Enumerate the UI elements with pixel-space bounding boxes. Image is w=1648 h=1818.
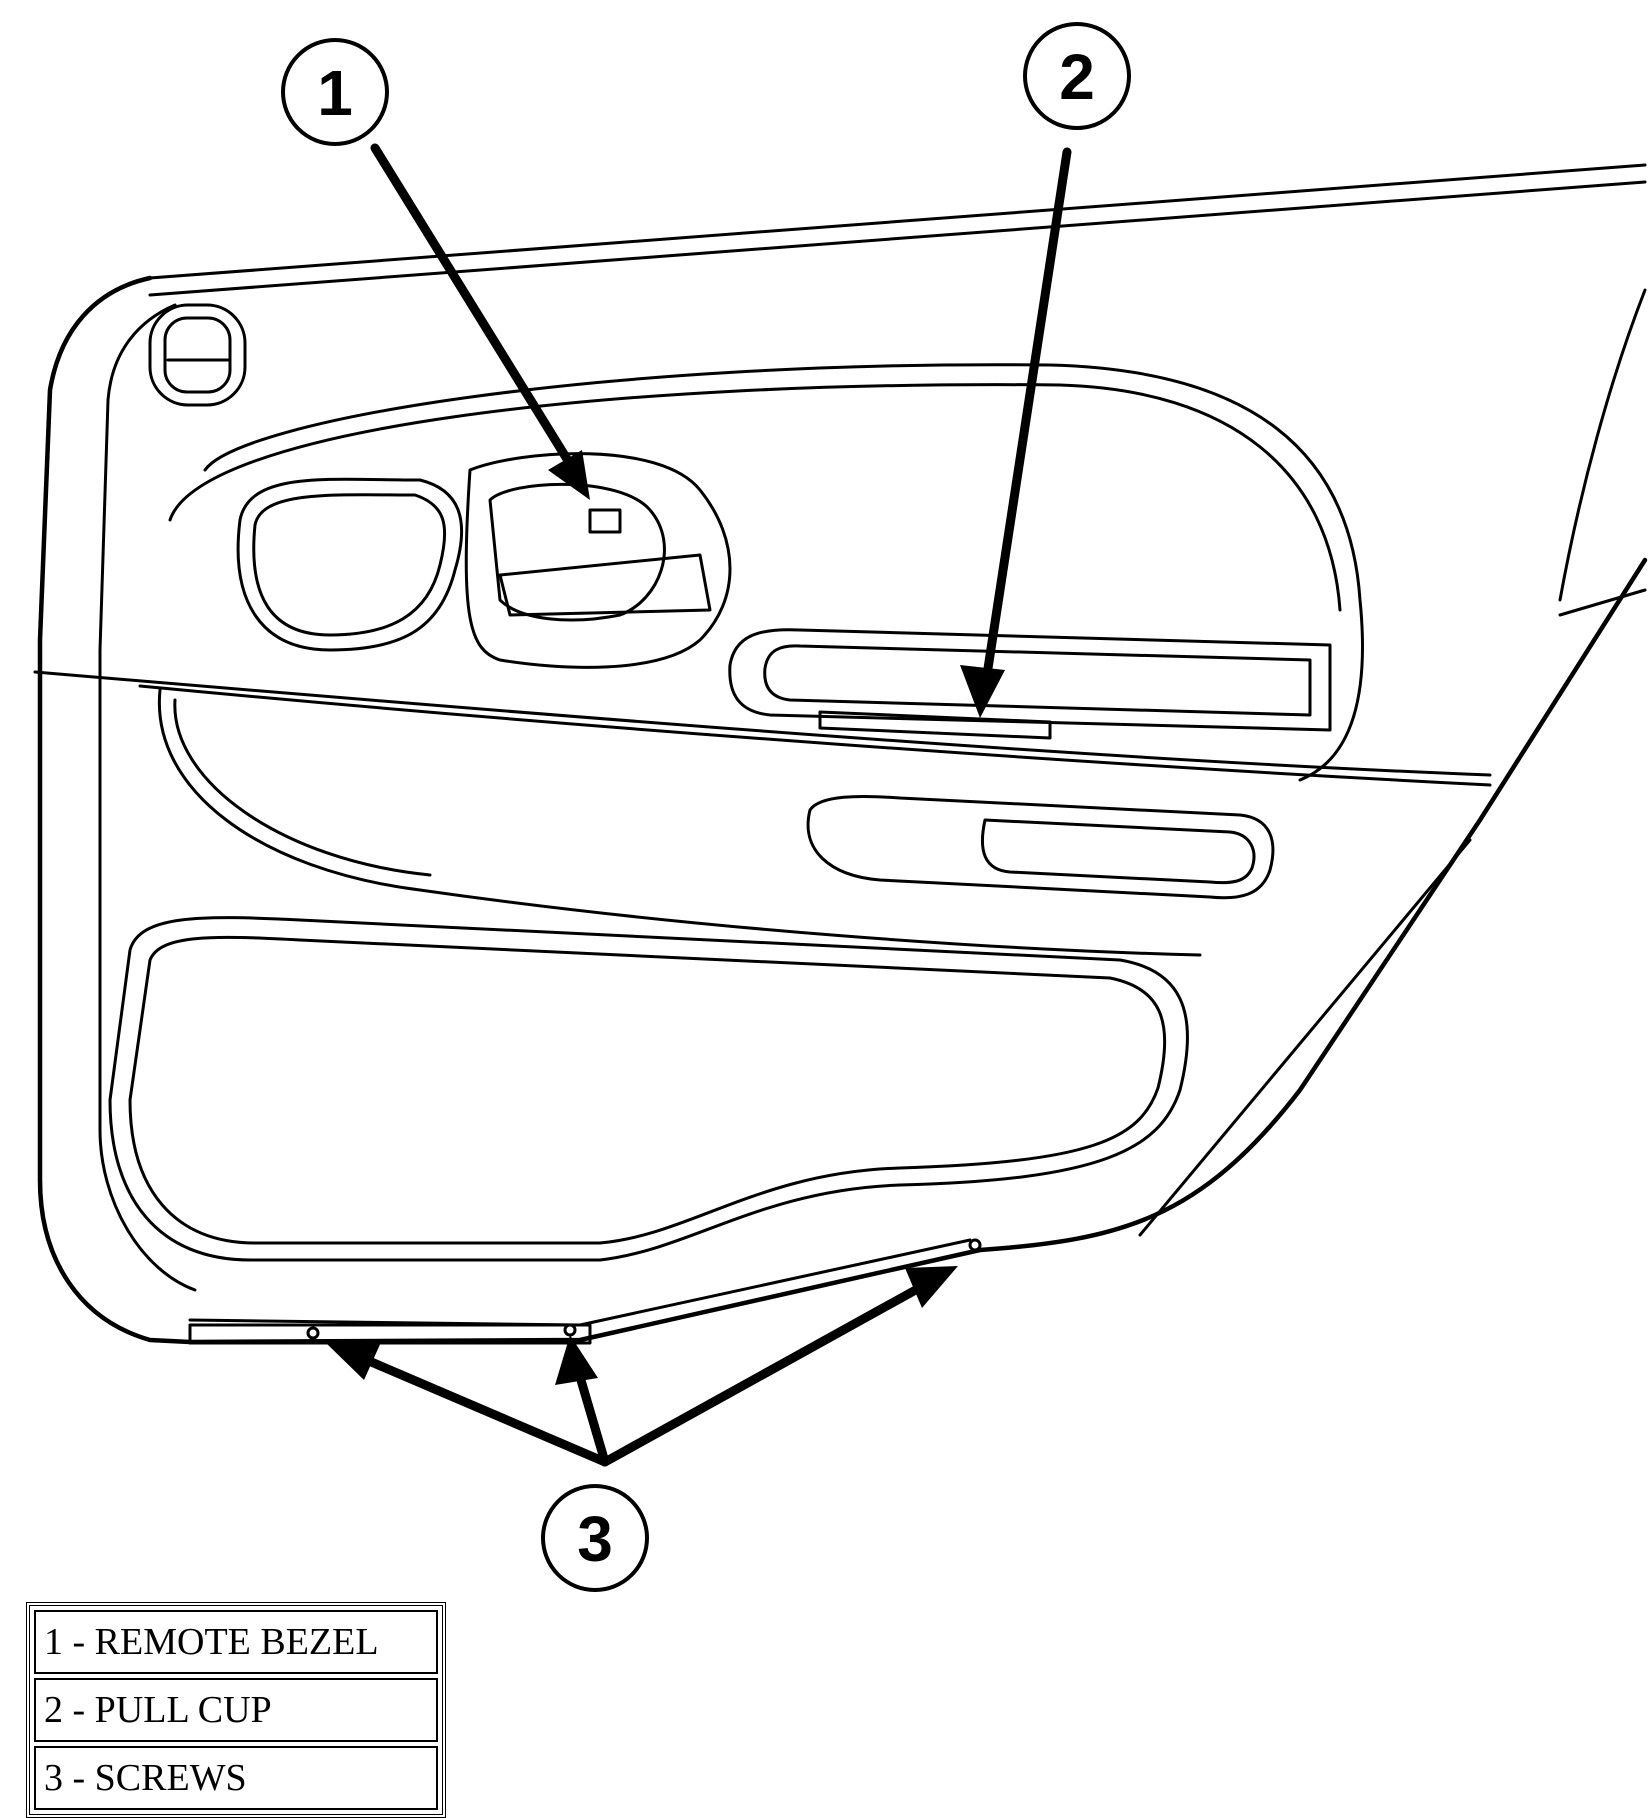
arrow-3b-head [555, 1335, 598, 1385]
arrow-3c [600, 1277, 935, 1467]
arrow-1-head [548, 450, 590, 500]
legend-item-screws: 3 - SCREWS [34, 1746, 438, 1810]
upper-bolster [157, 363, 1364, 957]
arrow-3b [573, 1365, 610, 1467]
remote-bezel [236, 452, 732, 669]
callout-1: 1 [281, 38, 389, 146]
callout-2: 2 [1023, 22, 1131, 130]
arrow-2 [980, 147, 1072, 693]
arrow-3a [350, 1350, 610, 1467]
arrow-1 [370, 143, 580, 477]
legend: 1 - REMOTE BEZEL 2 - PULL CUP 3 - SCREWS [26, 1602, 446, 1818]
door-top-edge [148, 163, 1647, 617]
callout-1-number: 1 [317, 57, 353, 129]
lock-knob [148, 303, 247, 407]
pull-cup [728, 628, 1332, 740]
callout-3: 3 [541, 1484, 649, 1592]
arrow-2-head [960, 665, 1005, 718]
screw-1 [306, 1326, 320, 1340]
screw-3 [968, 1238, 982, 1252]
screw-2 [563, 1323, 577, 1337]
leader-arrows [325, 143, 1072, 1467]
legend-item-pull-cup: 2 - PULL CUP [34, 1678, 438, 1742]
map-pocket [108, 916, 1189, 1262]
bottom-trim [188, 1238, 982, 1345]
switch-bezel [806, 794, 1275, 900]
callout-3-number: 3 [577, 1503, 613, 1575]
callout-2-number: 2 [1059, 41, 1095, 113]
door-panel-outline [37, 275, 1648, 1345]
legend-item-remote-bezel: 1 - REMOTE BEZEL [34, 1610, 438, 1674]
arrow-3c-head [905, 1266, 958, 1308]
arrow-3a-head [325, 1340, 382, 1380]
